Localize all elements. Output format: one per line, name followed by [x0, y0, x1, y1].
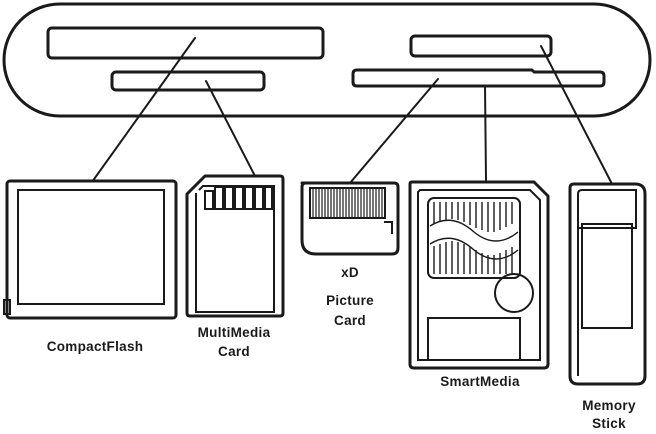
leader-memorystick: [540, 45, 613, 185]
smartmedia-write-protect-circle: [494, 273, 534, 313]
label-xd-line3: Card: [334, 313, 366, 328]
label-multimedia-line2: Card: [218, 344, 250, 359]
smartmedia-contact-pattern: [429, 202, 519, 274]
compactflash-slot: [46, 26, 325, 60]
label-compactflash: CompactFlash: [47, 339, 144, 354]
xd-card-contacts: [312, 189, 383, 217]
multimedia-card-icon: [185, 174, 285, 318]
compactflash-card-icon: [3, 179, 178, 320]
multimedia-slot: [110, 70, 266, 92]
card-reader-icon: [2, 2, 652, 118]
leader-compactflash: [91, 37, 196, 183]
label-smartmedia: SmartMedia: [440, 374, 520, 389]
leader-lines: [91, 37, 613, 185]
smartmedia-contact-area: [427, 197, 521, 279]
label-xd-line2: Picture: [326, 293, 374, 308]
leader-smartmedia: [484, 85, 487, 181]
multimedia-card-contacts: [204, 186, 273, 210]
smartmedia-label-area: [427, 317, 521, 360]
label-xd-line1: xD: [341, 265, 359, 280]
leader-xd: [349, 78, 439, 184]
leader-multimedia: [205, 80, 256, 177]
label-multimedia-line1: MultiMedia: [198, 325, 271, 340]
xd-card-icon: [300, 181, 400, 256]
smartmedia-card-icon: [408, 180, 550, 370]
compactflash-card-notch-left: [3, 299, 11, 315]
memorystick-slot: [409, 34, 553, 58]
smartmedia-xd-slot: [351, 68, 606, 88]
memory-stick-icon: [568, 182, 647, 386]
label-memorystick-line1: Memory: [582, 398, 636, 413]
label-memorystick-line2: Stick: [592, 416, 626, 431]
